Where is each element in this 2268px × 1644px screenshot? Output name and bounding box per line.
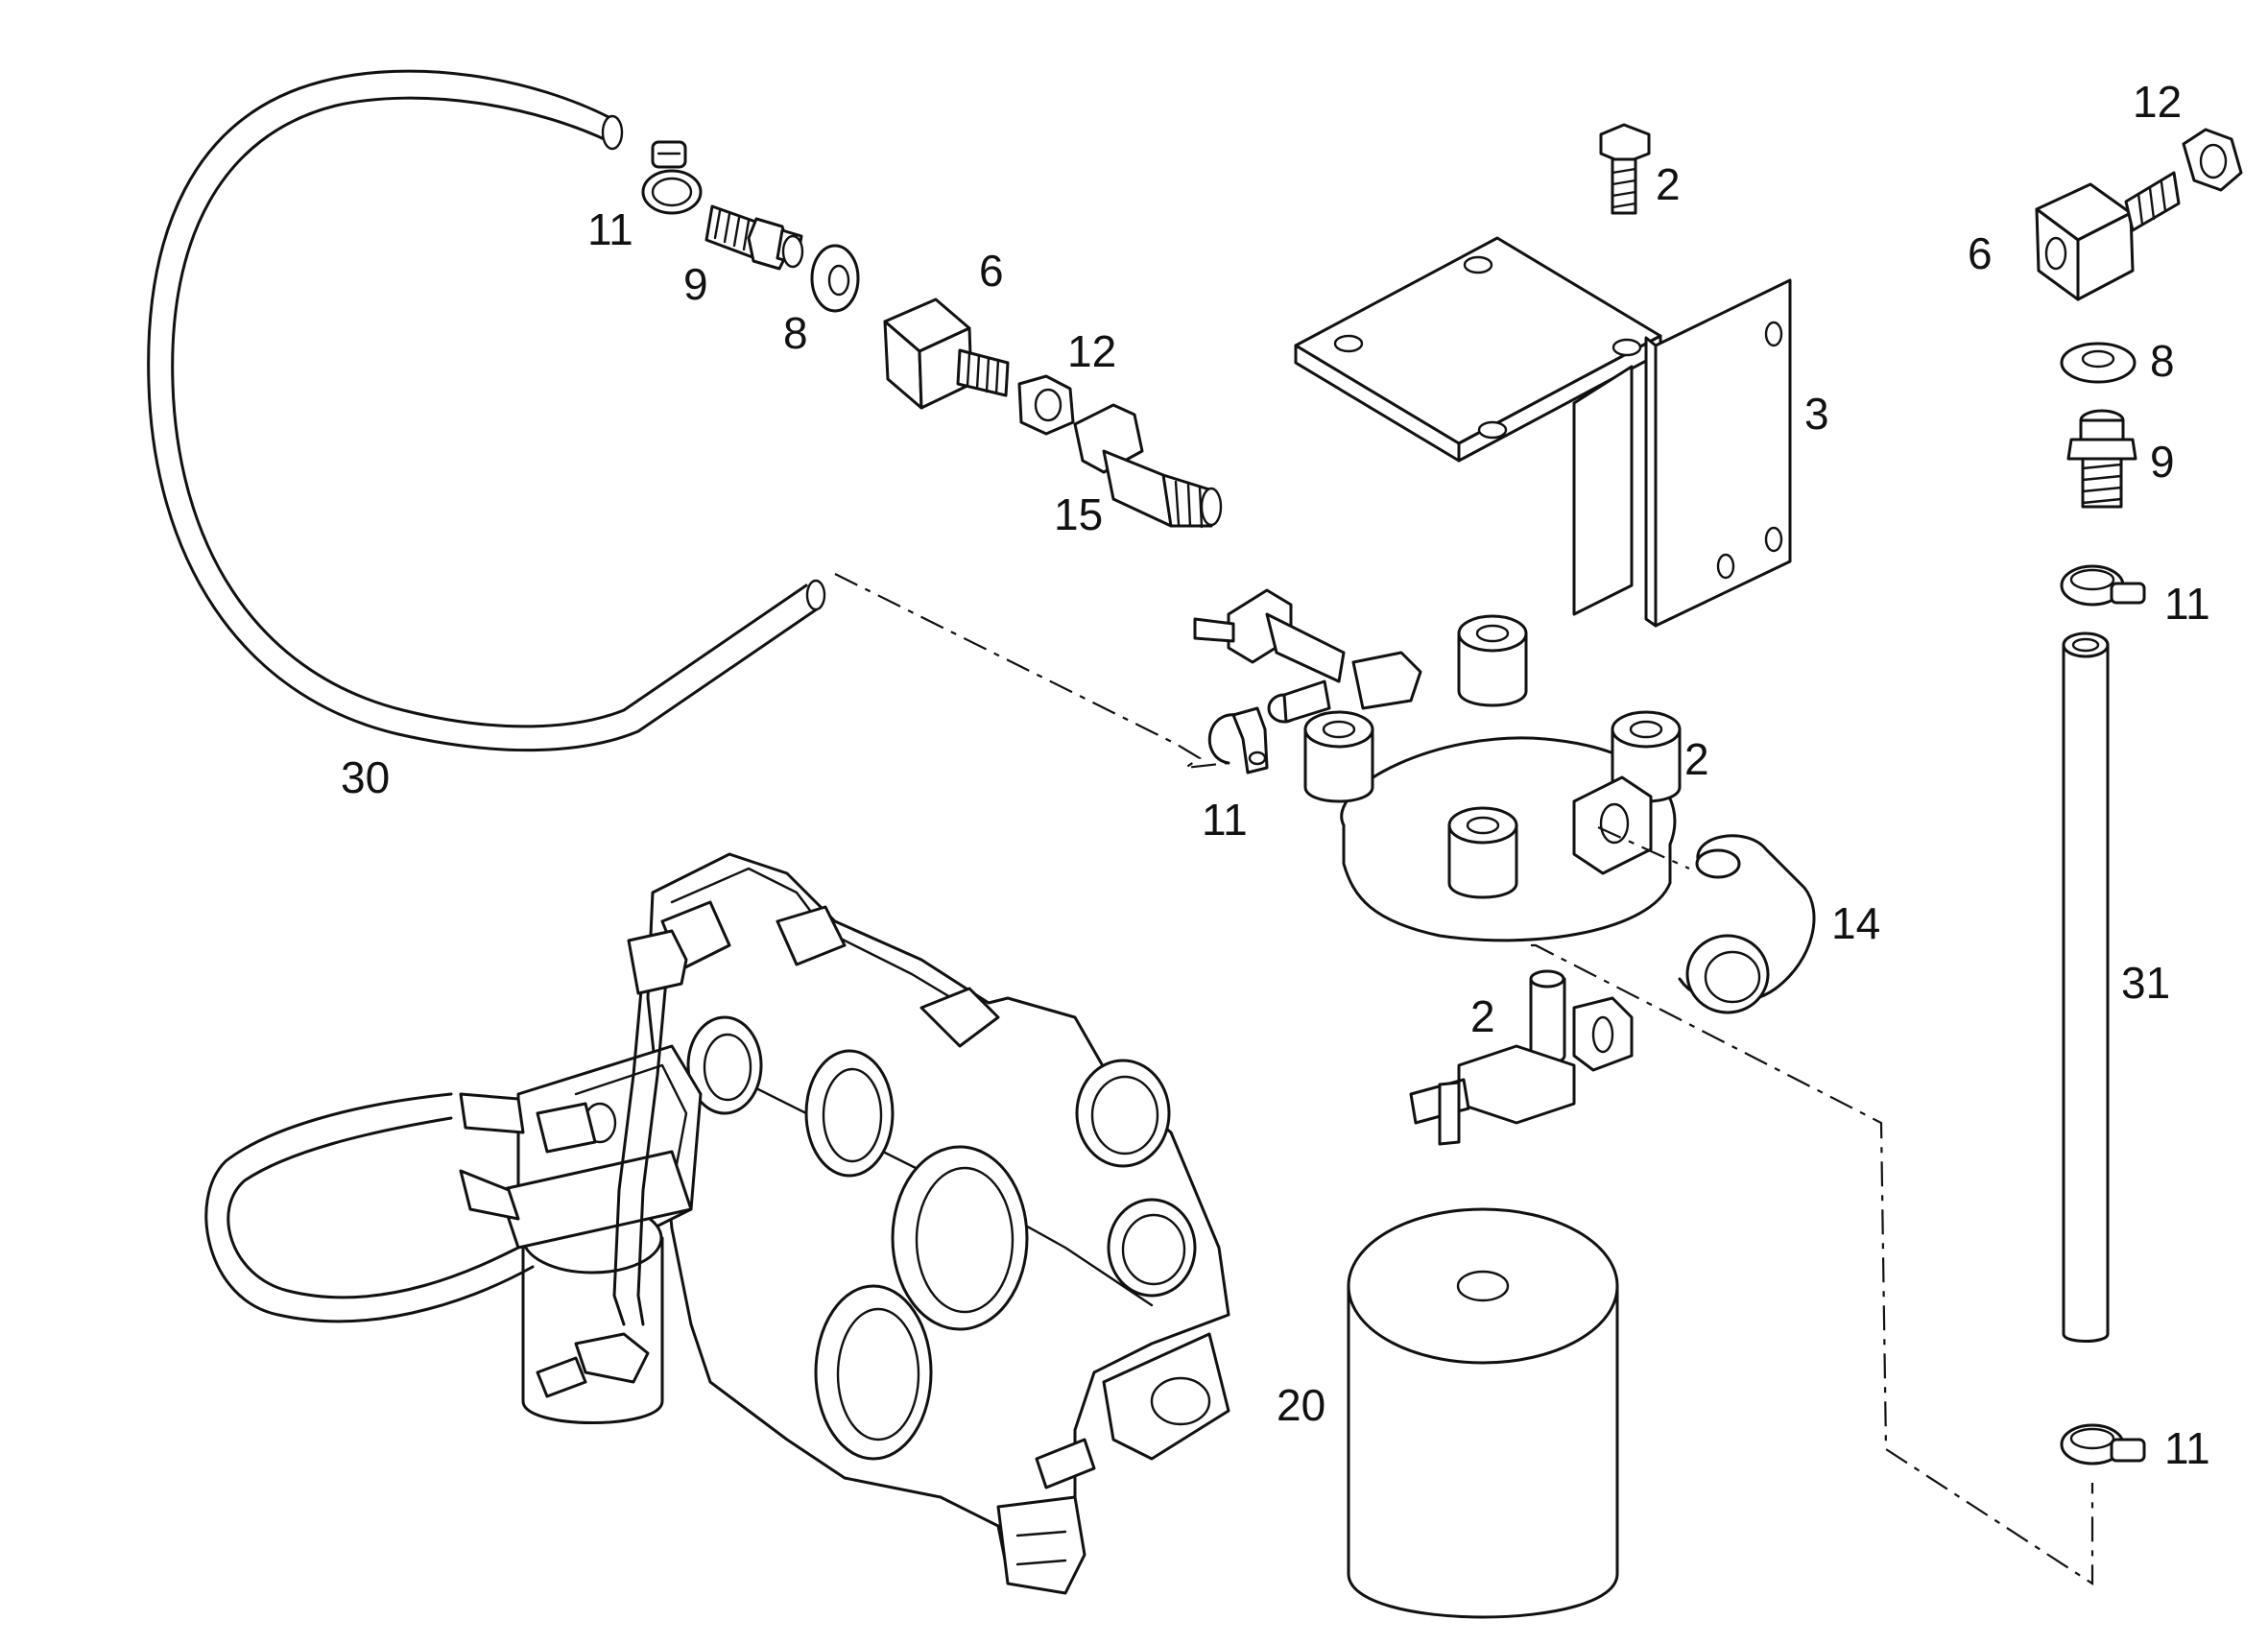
label-block-6-right: 6 <box>1968 228 1993 278</box>
label-washer-8-right: 8 <box>2150 336 2175 386</box>
label-nut-12-right: 12 <box>2133 77 2182 127</box>
pipe-31 <box>2062 631 2110 1343</box>
union-9-right <box>2066 409 2137 509</box>
label-washer-8-left: 8 <box>783 308 808 358</box>
bolt-2-top <box>1599 123 1651 215</box>
washer-8-right <box>2060 342 2137 384</box>
label-union-9-left: 9 <box>683 259 708 309</box>
callout-labels: 30 11 9 8 6 12 15 2 3 12 6 8 9 11 11 2 1… <box>341 77 2210 1473</box>
filter-20 <box>1347 1207 1619 1619</box>
block-6-right <box>2035 171 2181 301</box>
clamp-11-right-lower <box>2060 1423 2146 1465</box>
label-union-9-right: 9 <box>2150 437 2175 487</box>
filter-head-2 <box>1193 588 1682 942</box>
clamp-11-right-upper <box>2060 564 2146 607</box>
label-elbow-14: 14 <box>1831 898 1880 948</box>
block-6-left <box>883 298 1010 410</box>
clamp-11-mid <box>1207 706 1269 774</box>
elbow-14 <box>1678 834 1816 1014</box>
label-filter-20: 20 <box>1277 1380 1325 1430</box>
label-clamp-11-right-upper: 11 <box>2164 579 2210 629</box>
assembly-line-hose-to-clamp <box>834 573 1229 770</box>
assembly-line-elbow-to-head <box>1597 825 1690 870</box>
assembly-line-tap-to-pipe <box>1531 943 2094 1586</box>
label-bolt-2-top: 2 <box>1656 159 1681 209</box>
label-fitting-15: 15 <box>1054 489 1103 539</box>
label-nut-12-left: 12 <box>1067 326 1116 376</box>
label-clamp-11-right-lower: 11 <box>2164 1423 2210 1473</box>
label-clamp-11-top-left: 11 <box>587 204 633 254</box>
nut-12-left <box>1017 374 1075 436</box>
washer-8-left <box>810 244 860 313</box>
hose-30 <box>147 69 826 752</box>
bracket-3 <box>1294 236 1792 628</box>
label-bracket-3: 3 <box>1804 389 1829 439</box>
clamp-11-top-left <box>641 140 703 215</box>
label-pipe-31: 31 <box>2121 958 2170 1008</box>
fitting-15 <box>1073 403 1223 529</box>
label-filter-head-2: 2 <box>1684 734 1709 784</box>
engine-timing-cover-assembly <box>204 852 1230 1595</box>
label-block-6-left: 6 <box>979 246 1004 296</box>
label-drain-tap-2: 2 <box>1470 991 1495 1041</box>
label-clamp-11-mid: 11 <box>1202 795 1248 845</box>
nut-12-right <box>2182 128 2243 192</box>
drain-tap-2 <box>1409 969 1634 1146</box>
label-hose-30: 30 <box>341 752 390 802</box>
union-9-left <box>704 204 804 271</box>
